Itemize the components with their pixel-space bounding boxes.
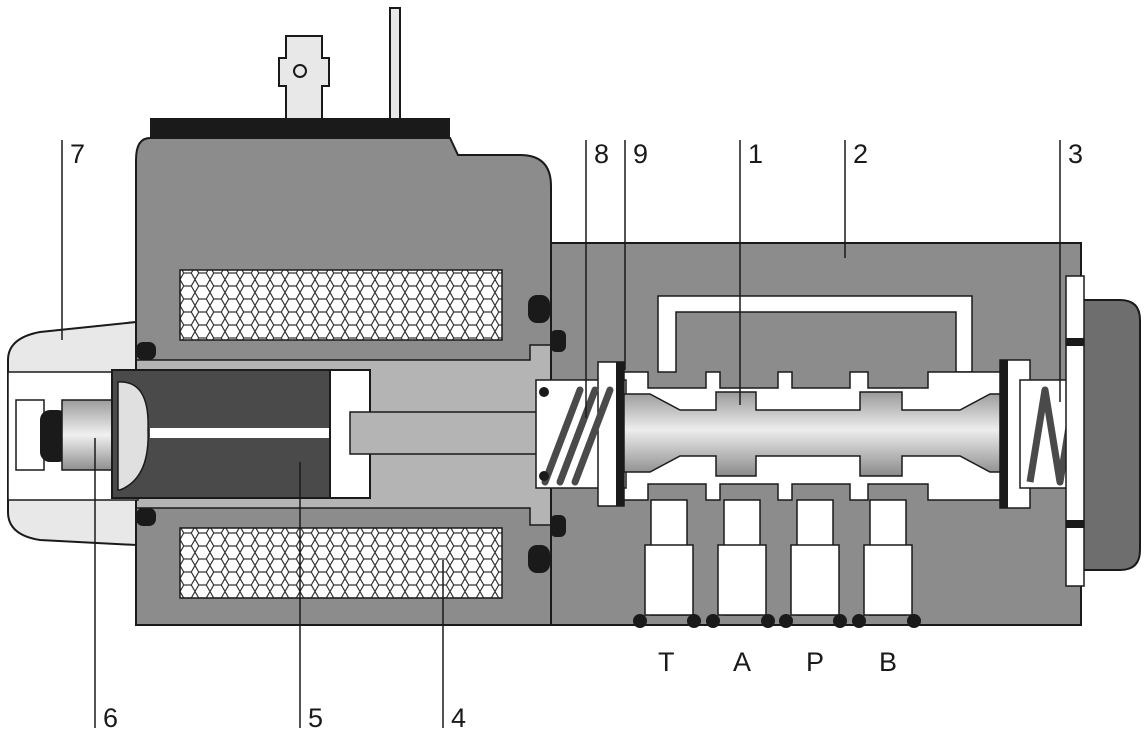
housing-seals (136, 295, 566, 573)
end-cap (1065, 275, 1141, 587)
callout-3: 3 (1068, 139, 1083, 169)
left-spring-chamber (535, 361, 627, 507)
callout-6: 6 (103, 703, 118, 733)
port-label-a: A (733, 647, 751, 677)
port-label-b: B (879, 647, 897, 677)
electrical-connector (150, 7, 450, 138)
coil-winding-top (179, 269, 503, 341)
leader-lines (61, 140, 1061, 728)
port-label-t: T (658, 647, 675, 677)
callout-5: 5 (308, 703, 323, 733)
callout-9: 9 (633, 139, 648, 169)
callout-7: 7 (70, 139, 85, 169)
callout-2: 2 (853, 139, 868, 169)
port-label-p: P (806, 647, 824, 677)
callout-1: 1 (748, 139, 763, 169)
armature (111, 369, 371, 499)
port-seals (633, 614, 921, 628)
callout-8: 8 (594, 139, 609, 169)
callout-4: 4 (451, 703, 466, 733)
coil-winding-bottom (179, 527, 503, 599)
